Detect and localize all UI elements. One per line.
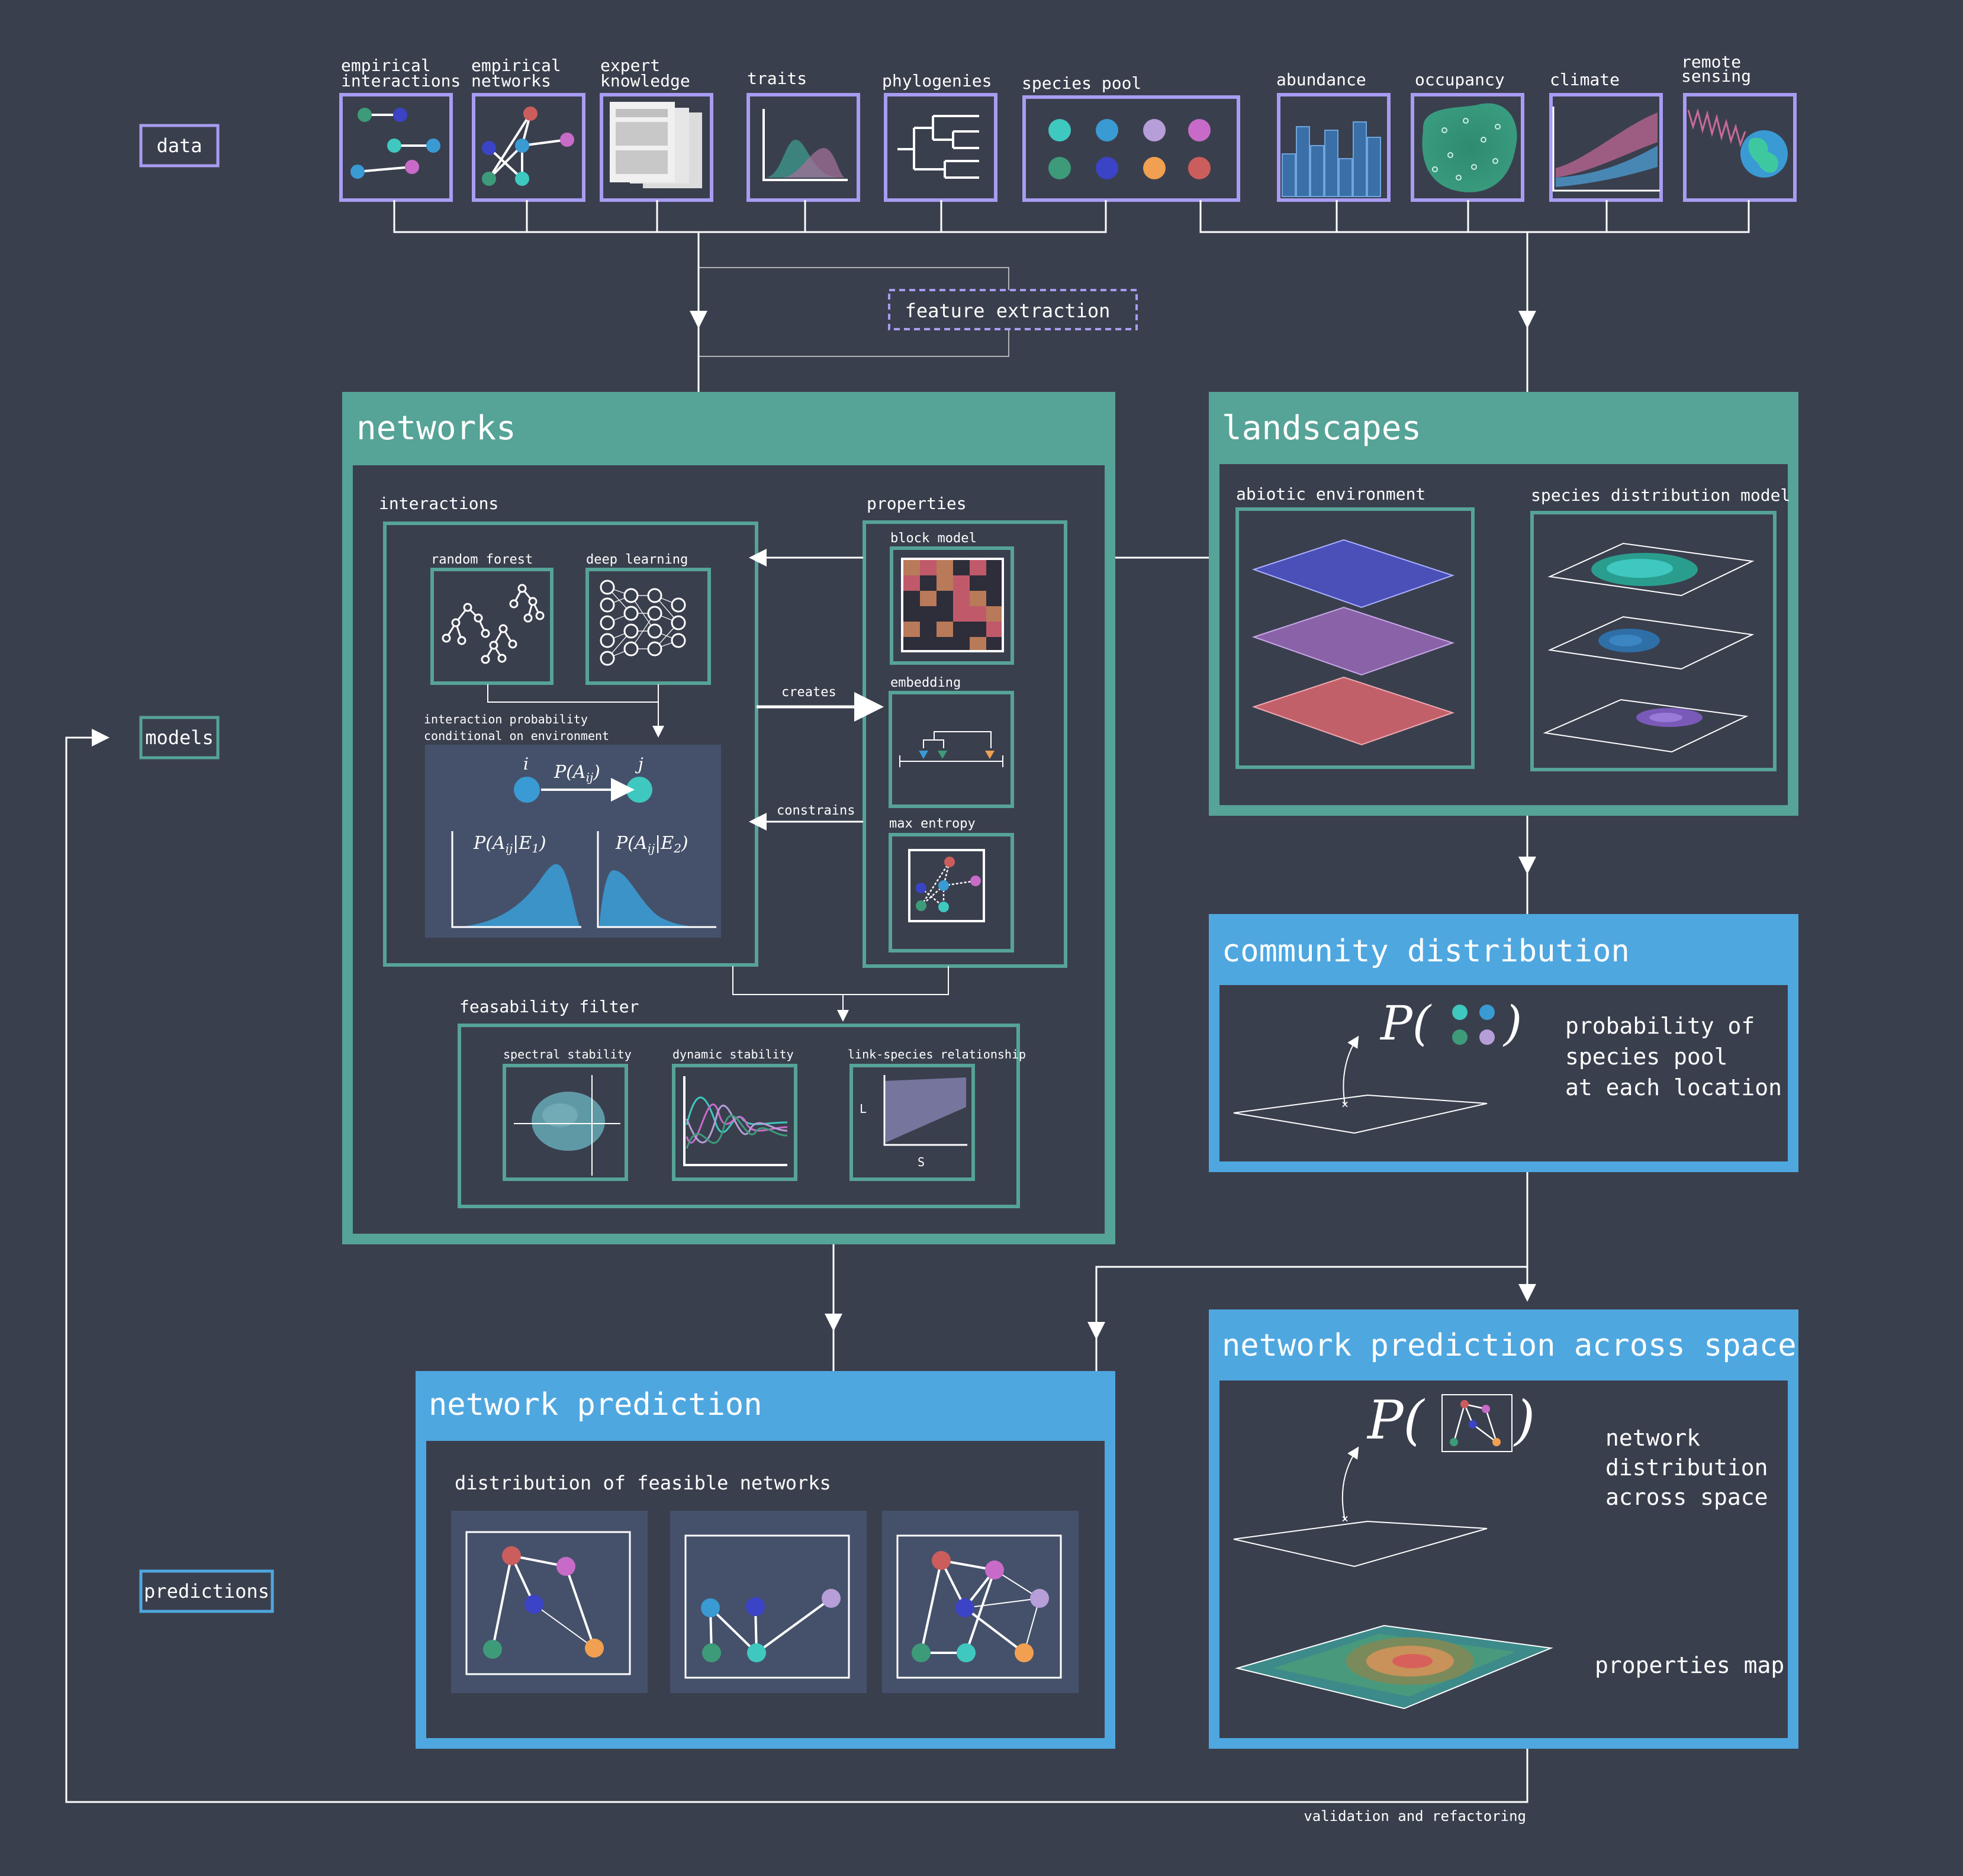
- axis-L-label: L: [860, 1102, 867, 1116]
- phylogenies-icon: [897, 115, 979, 179]
- svg-text:×: ×: [1341, 1511, 1349, 1526]
- feasability-filter-box: [458, 1024, 1020, 1208]
- networks-panel: networks interactions random forest deep…: [342, 392, 1115, 1244]
- nps-p-close: ): [1513, 1389, 1535, 1452]
- node-i: [514, 777, 540, 803]
- properties-label: properties: [867, 494, 967, 513]
- deep-learning-box: [585, 568, 711, 685]
- spectral-stability-label: spectral stability: [503, 1047, 632, 1061]
- dynamic-stability-label: dynamic stability: [672, 1047, 794, 1061]
- feature-extraction-connector: [699, 267, 1009, 357]
- community-p: P(: [1379, 996, 1432, 1051]
- traits-icon: [762, 109, 848, 181]
- p-aij-label: P(Aij): [553, 762, 600, 784]
- random-forest-icon: [442, 584, 545, 664]
- community-p-close: ): [1502, 996, 1522, 1051]
- label-traits: traits: [747, 69, 807, 88]
- nps-p: P(: [1366, 1389, 1425, 1452]
- deep-learning-label: deep learning: [586, 552, 688, 567]
- landscapes-title: landscapes: [1222, 409, 1421, 448]
- layer-1: [1251, 539, 1455, 609]
- landscapes-panel: landscapes abiotic environment species d…: [1209, 392, 1798, 816]
- abiotic-environment-label: abiotic environment: [1236, 484, 1425, 504]
- layer-2: [1251, 606, 1455, 676]
- empirical-interactions-icon: [350, 108, 440, 179]
- climate-icon: [1552, 107, 1660, 192]
- empirical-networks-icon: [482, 107, 574, 186]
- validation-label: validation and refactoring: [1304, 1808, 1526, 1824]
- label-climate: climate: [1550, 70, 1620, 89]
- feasability-filter-label: feasability filter: [459, 997, 639, 1016]
- community-title: community distribution: [1222, 934, 1630, 969]
- block-model-label: block model: [890, 531, 977, 546]
- label-occupancy: occupancy: [1415, 70, 1505, 89]
- species-pool-icon: [1048, 119, 1211, 179]
- legend-data: data: [139, 124, 220, 168]
- node-j: [626, 777, 652, 803]
- expert-knowledge-icon: [610, 102, 702, 188]
- layer-3: [1251, 676, 1455, 746]
- distribution-e2: [599, 870, 710, 927]
- feature-extraction: feature extraction: [888, 289, 1138, 330]
- legend-models: models: [139, 716, 220, 760]
- p-e1-label: P(Aij|E1): [473, 833, 546, 855]
- properties-map-label: properties map: [1595, 1652, 1784, 1678]
- constrains-label: constrains: [777, 803, 855, 818]
- community-panel: community distribution P( ) × probabilit…: [1209, 914, 1798, 1172]
- legend-predictions: predictions: [139, 1569, 274, 1613]
- nps-mini-network-frame: [1441, 1394, 1513, 1452]
- interactions-box: [383, 522, 758, 967]
- connectors: [65, 200, 1750, 1803]
- block-model-matrix: [901, 558, 1004, 652]
- interactions-label: interactions: [379, 494, 498, 513]
- spectral-disc: [532, 1092, 605, 1151]
- p-e2-label: P(Aij|E2): [615, 833, 688, 855]
- label-phylogenies: phylogenies: [882, 71, 992, 91]
- embedding-icon: [899, 731, 1003, 767]
- legend-predictions-label: predictions: [144, 1580, 269, 1603]
- network-prediction-subtitle: distribution of feasible networks: [455, 1472, 831, 1494]
- nps-panel: network prediction across space P( ) × n…: [1209, 1309, 1798, 1749]
- feature-extraction-label: feature extraction: [905, 300, 1111, 322]
- network-prediction-panel: network prediction distribution of feasi…: [416, 1371, 1115, 1749]
- random-forest-box: [430, 568, 553, 685]
- link-species-band: [884, 1077, 966, 1143]
- network-prediction-title: network prediction: [429, 1387, 762, 1423]
- properties-box: [863, 520, 1067, 968]
- embedding-label: embedding: [890, 675, 961, 690]
- creates-label: creates: [781, 685, 836, 700]
- max-entropy-frame: [908, 849, 985, 922]
- random-forest-label: random forest: [431, 552, 533, 567]
- max-entropy-graph: [920, 861, 976, 908]
- occupancy-icon: [1422, 103, 1517, 192]
- link-species-label: link-species relationship: [848, 1047, 1026, 1061]
- label-abundance: abundance: [1276, 70, 1366, 89]
- networks-title: networks: [356, 409, 516, 448]
- neural-network-icon: [607, 587, 679, 659]
- remote-sensing-icon: [1687, 108, 1788, 178]
- svg-text:×: ×: [1341, 1097, 1349, 1111]
- axis-S-label: S: [918, 1155, 925, 1169]
- abundance-icon: [1282, 121, 1381, 197]
- nps-title: network prediction across space: [1222, 1328, 1797, 1363]
- node-i-label: i: [523, 754, 529, 774]
- legend-models-label: models: [145, 726, 214, 749]
- neural-network-nodes: [600, 580, 686, 666]
- data-sources: [339, 93, 1797, 202]
- max-entropy-label: max entropy: [889, 816, 976, 831]
- dynamic-stability-curves: [686, 1096, 788, 1149]
- sdm-label: species distribution model: [1531, 485, 1790, 505]
- label-species-pool: species pool: [1022, 73, 1141, 93]
- distribution-e1: [455, 864, 580, 927]
- legend-data-label: data: [156, 134, 202, 157]
